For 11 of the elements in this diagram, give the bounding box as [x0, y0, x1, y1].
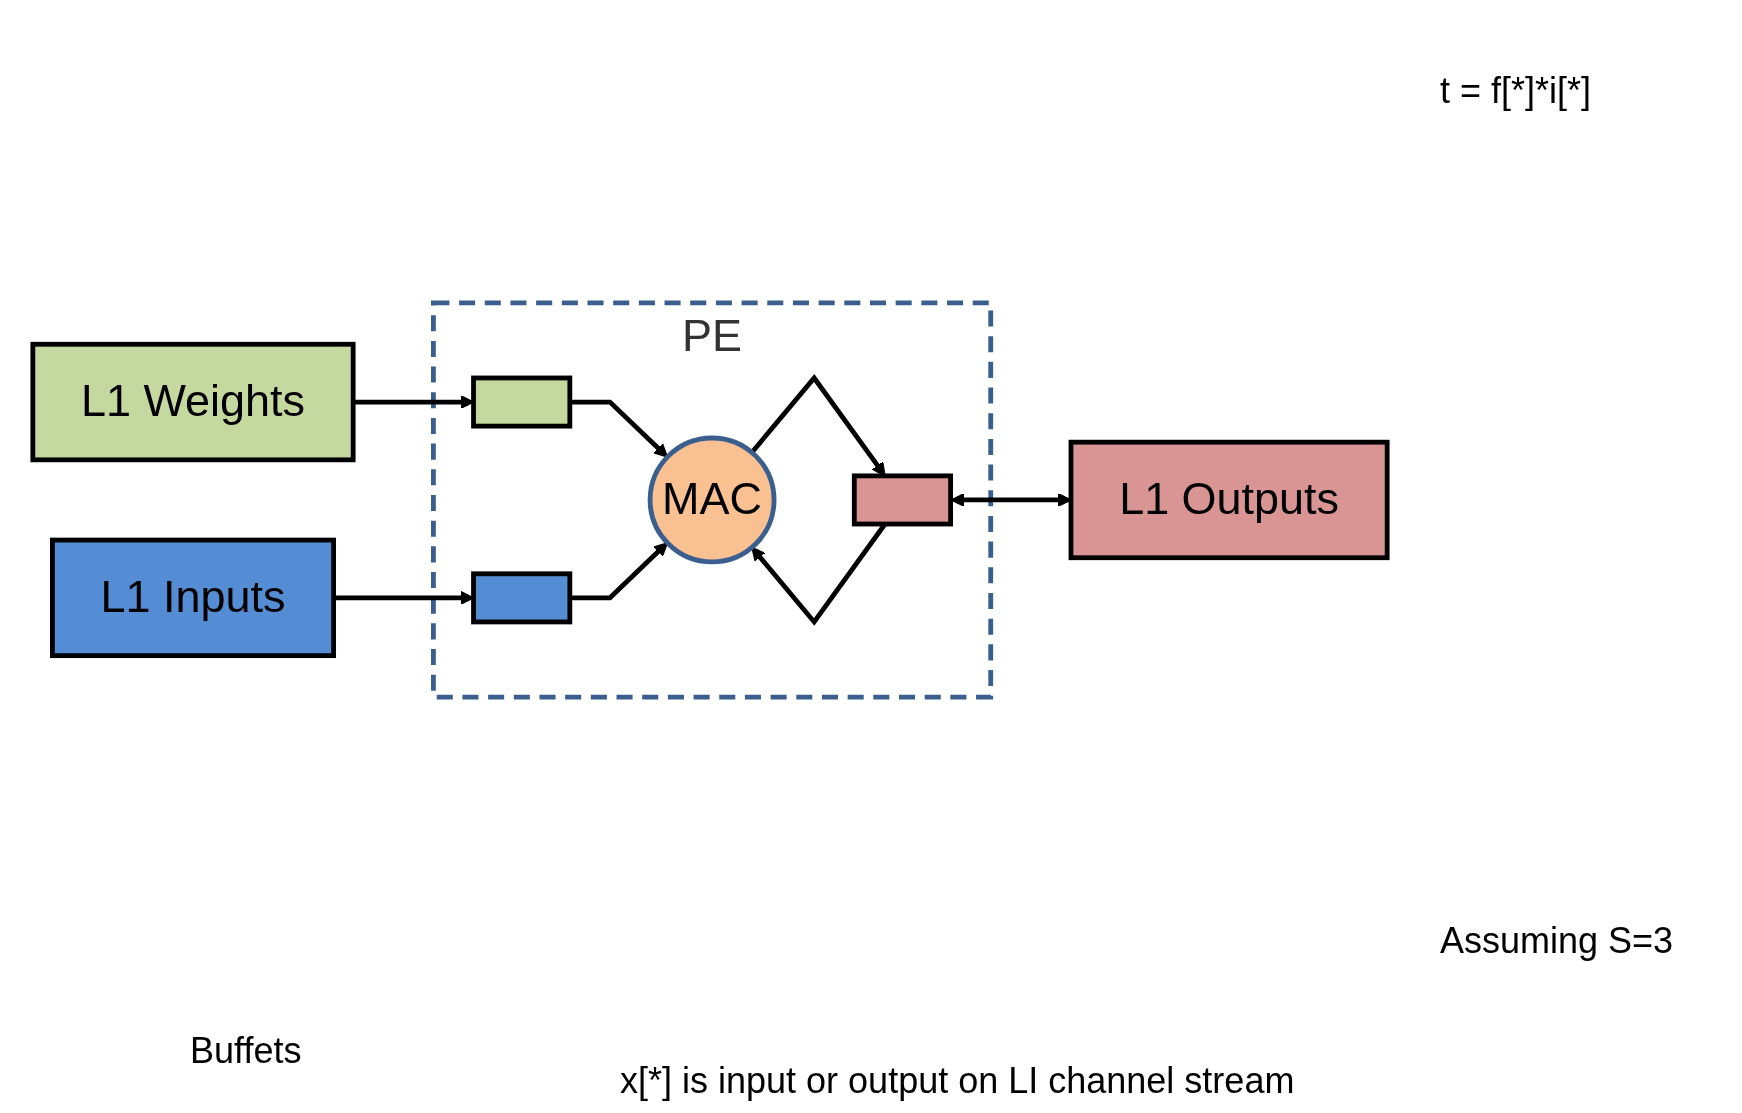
assumption-note: Assuming S=3	[1440, 920, 1674, 962]
caption-text: Buffets	[190, 1030, 302, 1072]
node-box: L1 Outputs	[1068, 439, 1390, 561]
formula-text: t = f[*]*i[*]	[1440, 70, 1592, 112]
node-box	[851, 473, 953, 527]
node-circle: MAC	[647, 435, 777, 565]
node-box: L1 Weights	[30, 341, 356, 463]
node-box	[471, 375, 573, 429]
footnote-text: x[*] is input or output on LI channel stream	[620, 1060, 1295, 1102]
node-box	[471, 571, 573, 625]
node-box: L1 Inputs	[50, 537, 337, 659]
